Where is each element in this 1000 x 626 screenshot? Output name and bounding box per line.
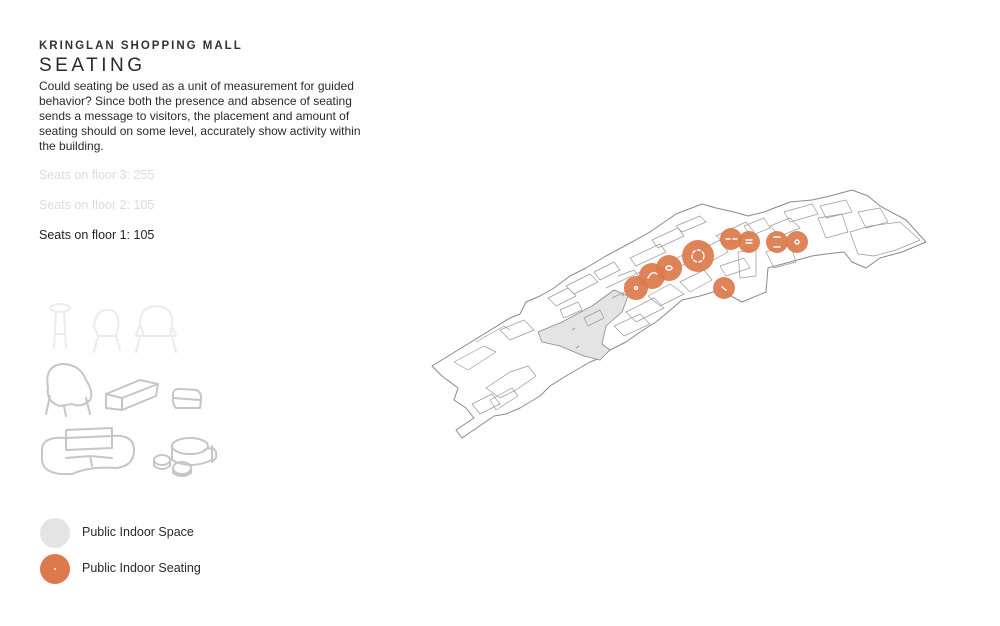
seating-marker[interactable] — [738, 231, 760, 253]
pouf-icon — [171, 387, 203, 409]
armchair-icon — [135, 305, 177, 353]
legend-label: Public Indoor Space — [82, 525, 194, 539]
floor-plan — [431, 189, 927, 439]
lounge-chair-icon — [45, 363, 93, 417]
seating-swatch — [40, 554, 70, 584]
seating-marker[interactable] — [720, 228, 742, 250]
bench-icon — [105, 379, 159, 411]
round-table-seating-icon — [153, 437, 218, 477]
interior-walls — [453, 199, 921, 415]
building-outline — [431, 189, 927, 439]
page-title: SEATING — [39, 55, 146, 76]
seat-glyphs — [633, 236, 800, 291]
modular-sofa-icon — [40, 427, 135, 476]
floor-3-toggle[interactable]: Seats on floor 3: 255 — [39, 168, 155, 182]
intro-text: Could seating be used as a unit of measu… — [39, 79, 361, 153]
legend-label: Public Indoor Seating — [82, 561, 201, 575]
seating-marker[interactable] — [656, 255, 682, 281]
seating-marker[interactable] — [682, 240, 714, 272]
seating-marker[interactable] — [766, 231, 788, 253]
bar-stool-icon — [49, 303, 71, 349]
floor-1-toggle[interactable]: Seats on floor 1: 105 — [39, 228, 155, 242]
furniture-icons — [40, 303, 218, 477]
chair-icon — [93, 308, 121, 353]
floor-2-toggle[interactable]: Seats on floor 2: 105 — [39, 198, 155, 212]
public-space-swatch — [40, 518, 70, 548]
seating-marker[interactable] — [786, 231, 808, 253]
public-indoor-space — [537, 289, 629, 361]
seating-marker-group — [624, 228, 808, 300]
small-accents — [571, 293, 625, 349]
subtitle: KRINGLAN SHOPPING MALL — [39, 40, 243, 52]
